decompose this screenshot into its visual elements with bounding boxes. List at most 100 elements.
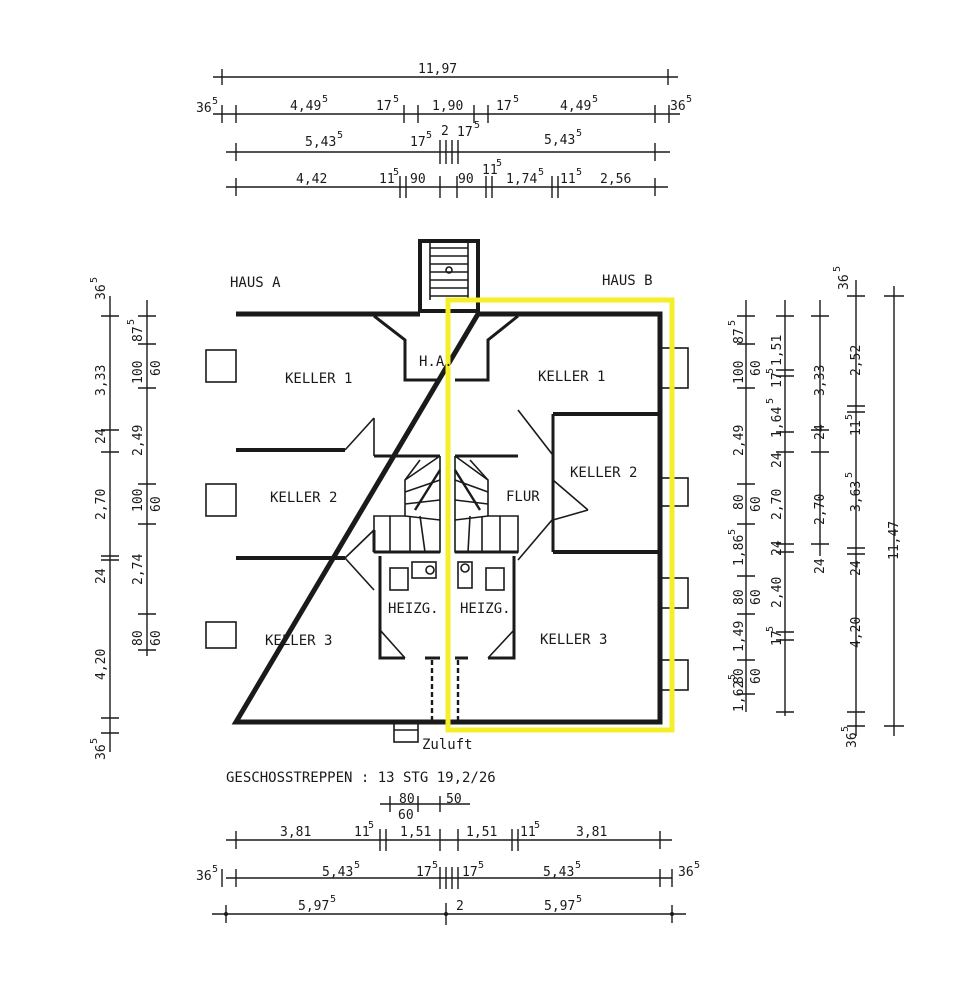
dim-label: 100 — [131, 361, 146, 384]
dim-sup: 5 — [89, 738, 100, 744]
dim-label: 11 — [482, 163, 498, 178]
dim-label: 2,70 — [813, 494, 828, 525]
dim-label: 17 — [376, 99, 392, 114]
stairs-note: GESCHOSSTREPPEN : 13 STG 19,2/26 — [226, 770, 496, 786]
dim-label: 4,20 — [849, 617, 864, 648]
dim-label: 1,51 — [466, 825, 497, 840]
room-labels: HAUS A HAUS B KELLER 1 KELLER 2 KELLER 3… — [226, 273, 653, 786]
left-dimension-chains: 36 5 3,33 24 2,70 24 4,20 36 5 87 5 100 … — [89, 277, 164, 760]
dim-sup: 5 — [426, 130, 432, 141]
dim-label: 36 — [845, 732, 860, 748]
dim-sup: 5 — [126, 319, 137, 325]
dim-sup: 5 — [727, 674, 738, 680]
boiler-a — [389, 561, 437, 591]
haus-a-label: HAUS A — [230, 275, 281, 291]
dim-label: 24 — [813, 558, 828, 574]
top-dimension-chains: 11,97 36 5 4,49 5 17 5 1,90 17 5 4,49 5 … — [196, 62, 692, 198]
dim-label: 2,70 — [94, 489, 109, 520]
dim-label: 11 — [560, 172, 576, 187]
dim-label: 5,43 — [543, 865, 574, 880]
dim-label: 36 — [94, 284, 109, 300]
dim-label: 50 — [446, 792, 462, 807]
room-a-keller-1: KELLER 1 — [285, 371, 352, 387]
dim-label: 5,43 — [544, 133, 575, 148]
dim-label: 11 — [849, 420, 864, 436]
room-ha: H.A. — [419, 354, 453, 370]
dim-sup: 5 — [432, 860, 438, 871]
dim-top-total: 11,97 — [418, 62, 457, 77]
dim-label: 17 — [416, 865, 432, 880]
dim-sup: 5 — [538, 167, 544, 178]
stair-b — [453, 455, 519, 553]
dim-label: 100 — [131, 489, 146, 512]
dim-label: 24 — [94, 428, 109, 444]
dim-label: 17 — [770, 372, 785, 388]
dim-label: 5,43 — [305, 135, 336, 150]
room-b-flur: FLUR — [506, 489, 540, 505]
dim-label: 24 — [94, 568, 109, 584]
dim-sup: 5 — [322, 94, 328, 105]
dim-label: 2,70 — [770, 489, 785, 520]
dim-label: 60 — [398, 808, 414, 823]
right-dimension-chains: 87 5 100 2,49 80 1,86 5 80 1,49 80 1,62 … — [727, 266, 904, 748]
dim-label: 4,42 — [296, 172, 327, 187]
dim-label: 24 — [813, 424, 828, 440]
dim-label: 80 — [399, 792, 415, 807]
dim-label: 3,33 — [813, 365, 828, 396]
dim-label: 24 — [770, 452, 785, 468]
dim-sup: 5 — [354, 860, 360, 871]
dim-label: 60 — [749, 496, 764, 512]
dim-label: 36 — [670, 99, 686, 114]
building-plan — [205, 239, 689, 743]
dim-label: 17 — [496, 99, 512, 114]
dim-label: 60 — [749, 668, 764, 684]
dim-label: 36 — [678, 865, 694, 880]
room-b-keller-2: KELLER 2 — [570, 465, 637, 481]
dim-sup: 5 — [727, 529, 738, 535]
dim-label: 5,43 — [322, 865, 353, 880]
dim-sup: 5 — [89, 277, 100, 283]
dim-label: 60 — [749, 360, 764, 376]
room-a-keller-3: KELLER 3 — [265, 633, 332, 649]
dim-label: 60 — [149, 360, 164, 376]
dim-label: 17 — [457, 125, 473, 140]
dim-label: 36 — [196, 101, 212, 116]
room-b-keller-3: KELLER 3 — [540, 632, 607, 648]
zuluft-label: Zuluft — [422, 737, 473, 753]
dim-label: 80 — [732, 668, 747, 684]
dim-sup: 5 — [575, 860, 581, 871]
dim-label: 1,49 — [732, 621, 747, 652]
dim-label: 2 — [456, 899, 464, 914]
dim-label: 4,49 — [290, 99, 321, 114]
dim-label: 17 — [462, 865, 478, 880]
dim-label: 60 — [149, 630, 164, 646]
dim-label: 1,51 — [770, 335, 785, 366]
dim-label: 5,97 — [298, 899, 329, 914]
dim-sup: 5 — [592, 94, 598, 105]
dim-label: 1,51 — [400, 825, 431, 840]
dim-sup: 5 — [765, 626, 776, 632]
dim-label: 87 — [732, 328, 747, 344]
dim-sup: 5 — [496, 158, 502, 169]
dim-label: 36 — [196, 869, 212, 884]
dim-sup: 5 — [765, 398, 776, 404]
dim-label: 3,81 — [280, 825, 311, 840]
dim-label: 3,81 — [576, 825, 607, 840]
room-a-heizung: HEIZG. — [388, 601, 439, 617]
dim-label: 36 — [94, 744, 109, 760]
dim-sup: 5 — [393, 94, 399, 105]
dim-label: 1,64 — [770, 407, 785, 438]
dim-label: 80 — [732, 494, 747, 510]
dim-label: 90 — [458, 172, 474, 187]
dim-sup: 5 — [474, 120, 480, 131]
dim-sup: 5 — [727, 320, 738, 326]
dim-label: 17 — [770, 630, 785, 646]
dim-label: 1,86 — [732, 535, 747, 566]
boiler-b — [457, 561, 505, 591]
dim-sup: 5 — [212, 96, 218, 107]
dim-sup: 5 — [844, 472, 855, 478]
air-inlet — [393, 660, 460, 743]
dim-sup: 5 — [832, 266, 843, 272]
dim-label: 11,47 — [887, 521, 902, 560]
